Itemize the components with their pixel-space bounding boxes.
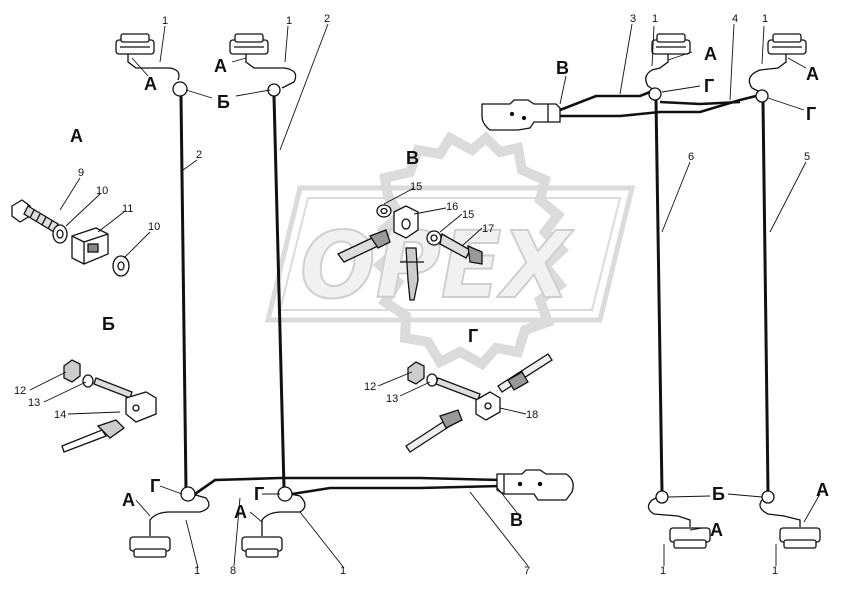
watermark-gear — [372, 131, 570, 371]
num-1-a: 1 — [162, 15, 168, 27]
fitting-g-top-right-1 — [648, 87, 662, 101]
num-7: 7 — [524, 565, 530, 577]
detail-g-parts — [405, 353, 553, 453]
fitting-g-top-right-2 — [755, 89, 769, 103]
watermark-text: OPEX — [300, 212, 574, 319]
letter-g-2: Г — [806, 104, 816, 124]
letter-b-2: Б — [712, 484, 725, 504]
num-4: 4 — [732, 13, 738, 25]
num-2-a: 2 — [324, 13, 330, 25]
num-1-c: 1 — [652, 13, 658, 25]
connector-v-bottom — [496, 469, 574, 501]
letter-g-3: Г — [150, 476, 160, 496]
letter-g-center: Г — [468, 326, 478, 346]
letter-g-4: Г — [254, 484, 264, 504]
num-11: 11 — [122, 203, 133, 215]
num-1-g: 1 — [660, 565, 666, 577]
unit-bottom-left-1 — [129, 493, 210, 558]
line-2-left — [179, 95, 286, 491]
fitting-b-top-left-1 — [172, 81, 188, 97]
fitting-b-bottom-right-2 — [761, 490, 775, 504]
letter-a-3: А — [704, 44, 717, 64]
num-1-f: 1 — [340, 565, 346, 577]
part-numbers: 1 1 2 2 3 1 4 1 6 5 9 10 11 10 15 16 15 … — [14, 13, 810, 577]
num-16: 16 — [446, 201, 458, 213]
num-18: 18 — [526, 409, 538, 421]
detail-a-parts — [11, 199, 130, 277]
num-2-b: 2 — [196, 149, 202, 161]
num-14: 14 — [54, 409, 66, 421]
bolt-17 — [439, 232, 471, 259]
letter-g-1: Г — [704, 76, 714, 96]
unit-top-right-1 — [645, 33, 691, 91]
unit-bottom-right-1 — [647, 497, 711, 549]
pipe-fitting-b — [96, 419, 126, 439]
nut-12 — [63, 359, 81, 383]
num-5: 5 — [804, 151, 810, 163]
letter-v-bottom: В — [510, 510, 523, 530]
num-15-b: 15 — [462, 209, 474, 221]
num-17: 17 — [482, 223, 494, 235]
num-1-e: 1 — [194, 565, 200, 577]
letter-a-8: А — [816, 480, 829, 500]
watermark: OPEX — [264, 131, 636, 371]
fitting-g-bottom-left-2 — [277, 486, 293, 502]
letter-a-7: А — [710, 520, 723, 540]
detail-v-parts — [337, 204, 483, 301]
unit-bottom-right-2 — [759, 499, 821, 549]
block-11 — [71, 227, 109, 265]
num-10-b: 10 — [148, 221, 160, 233]
num-13-a: 13 — [28, 397, 40, 409]
nut-12-g — [407, 361, 425, 385]
unit-top-left-2 — [229, 33, 297, 89]
pipe-v — [405, 247, 419, 301]
num-9: 9 — [78, 167, 84, 179]
letter-a-5: А — [122, 490, 135, 510]
letter-b-1: Б — [217, 92, 230, 112]
block-14 — [125, 391, 157, 423]
num-8: 8 — [230, 565, 236, 577]
bolt-9 — [11, 199, 59, 233]
line-8 — [194, 476, 501, 496]
leader-lines — [29, 23, 807, 569]
section-b-title: Б — [102, 314, 115, 334]
num-10-a: 10 — [96, 185, 108, 197]
section-a-title: А — [70, 126, 83, 146]
pipe-g-right — [497, 353, 553, 393]
num-1-d: 1 — [762, 13, 768, 25]
letter-a-4: А — [806, 64, 819, 84]
letter-v-top: В — [556, 58, 569, 78]
num-12-a: 12 — [14, 385, 26, 397]
letter-a-2: А — [214, 56, 227, 76]
num-1-b: 1 — [286, 15, 292, 27]
unit-top-right-2 — [748, 33, 807, 93]
connector-v-top — [481, 99, 561, 131]
num-13-b: 13 — [386, 393, 398, 405]
letter-a-6: А — [234, 502, 247, 522]
unit-top-left-1 — [115, 33, 180, 81]
letter-v-center: В — [406, 148, 419, 168]
letter-arrows — [131, 51, 821, 531]
num-3: 3 — [630, 13, 636, 25]
num-6: 6 — [688, 151, 694, 163]
detail-b-parts — [61, 359, 157, 453]
bolt-14 — [93, 377, 133, 399]
fitting-b-bottom-right-1 — [655, 490, 669, 504]
num-12-b: 12 — [364, 381, 376, 393]
pipe-g-left — [405, 419, 451, 453]
num-15-a: 15 — [410, 181, 422, 193]
fitting-g-bottom-left-1 — [180, 486, 196, 502]
unit-bottom-left-2 — [241, 493, 306, 558]
line-3-4 — [559, 90, 757, 118]
num-1-h: 1 — [772, 565, 778, 577]
bolt-g — [435, 377, 481, 401]
line-5-6 — [654, 99, 770, 493]
washer-13 — [82, 374, 94, 388]
letter-a-1: А — [144, 74, 157, 94]
letter-labels: А А Б В А Г А Г В Г А Б А Г Г А В А Б А — [70, 44, 829, 540]
